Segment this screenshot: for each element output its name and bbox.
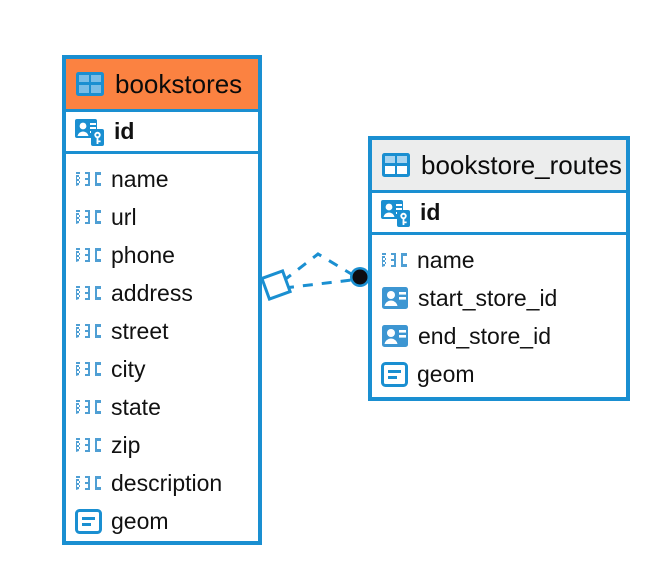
geometry-icon [381,361,408,387]
entity-header-bookstore-routes[interactable]: bookstore_routes [372,140,626,190]
abc-text-icon [76,438,101,452]
field-label: zip [111,431,141,458]
field-row-address[interactable]: address [66,274,258,312]
primary-key-icon [381,199,410,227]
field-label: url [111,203,137,230]
field-row-geom[interactable]: geom [66,502,258,540]
foreign-key-icon [382,287,408,309]
field-row-start-store-id[interactable]: start_store_id [372,279,626,317]
field-row-id[interactable]: id [372,190,626,235]
abc-text-icon [76,362,101,376]
field-row-geom[interactable]: geom [372,355,626,393]
field-row-zip[interactable]: zip [66,426,258,464]
field-row-description[interactable]: description [66,464,258,502]
field-row-name[interactable]: name [372,241,626,279]
relationship-line-upper [282,252,354,283]
entity-title: bookstores [115,69,243,99]
field-row-id[interactable]: id [66,109,258,154]
relationship-target-circle-icon [350,267,370,287]
relationship-source-diamond-icon [259,268,293,302]
field-label: start_store_id [418,284,558,311]
entity-bookstores[interactable]: bookstores id [62,55,262,545]
field-row-url[interactable]: url [66,198,258,236]
entity-fields-bookstores: id name url [66,109,258,548]
entity-header-bookstores[interactable]: bookstores [66,59,258,109]
table-grid-icon [76,72,104,96]
geometry-icon [75,508,102,534]
field-row-name[interactable]: name [66,160,258,198]
field-row-phone[interactable]: phone [66,236,258,274]
abc-text-icon [76,248,101,262]
table-grid-icon [382,153,410,177]
field-label: end_store_id [418,322,551,349]
field-label: address [111,279,193,306]
field-row-state[interactable]: state [66,388,258,426]
field-label: name [417,246,475,273]
field-spacer [372,393,626,401]
foreign-key-icon [382,325,408,347]
abc-text-icon [76,476,101,490]
entity-title: bookstore_routes [421,150,622,180]
field-label: city [111,355,146,382]
entity-fields-bookstore-routes: id name start_store_id [372,190,626,401]
field-spacer [66,540,258,548]
abc-text-icon [76,172,101,186]
abc-text-icon [76,210,101,224]
field-row-end-store-id[interactable]: end_store_id [372,317,626,355]
field-label: geom [111,507,169,534]
field-label: id [420,199,441,225]
abc-text-icon [76,286,101,300]
field-label: id [114,118,135,144]
relationship-line-lower [283,278,353,290]
field-label: street [111,317,169,344]
field-label: geom [417,360,475,387]
abc-text-icon [382,253,407,267]
primary-key-icon [75,118,104,146]
field-label: phone [111,241,175,268]
abc-text-icon [76,324,101,338]
field-label: state [111,393,161,420]
abc-text-icon [76,400,101,414]
field-row-street[interactable]: street [66,312,258,350]
field-label: description [111,469,223,496]
entity-bookstore-routes[interactable]: bookstore_routes id [368,136,630,401]
field-label: name [111,165,169,192]
field-row-city[interactable]: city [66,350,258,388]
